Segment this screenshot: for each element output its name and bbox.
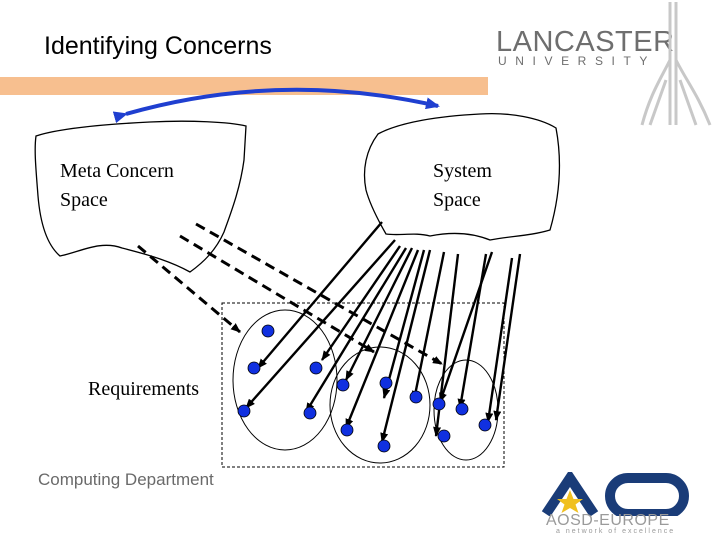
solid-arrow bbox=[438, 251, 494, 403]
system-space-label: System Space bbox=[433, 160, 492, 211]
requirement-dot bbox=[409, 390, 423, 404]
aosd-logo-mark-icon bbox=[541, 472, 689, 516]
requirement-dot bbox=[455, 402, 469, 416]
requirement-dot bbox=[237, 404, 251, 418]
aosd-wordmark: AOSD-EUROPE bbox=[546, 512, 670, 529]
footer-department: Computing Department bbox=[38, 470, 214, 489]
solid-arrow bbox=[493, 253, 522, 421]
requirements-label: Requirements bbox=[88, 378, 200, 400]
requirement-dot bbox=[247, 361, 261, 375]
solid-arrow bbox=[344, 249, 420, 429]
requirement-dot bbox=[336, 378, 350, 392]
title-accent-bar bbox=[0, 77, 488, 95]
solid-arrow bbox=[380, 249, 432, 443]
requirement-dot bbox=[261, 324, 275, 338]
slide-title: Identifying Concerns bbox=[44, 32, 272, 60]
solid-arrow bbox=[485, 257, 514, 423]
lancaster-emblem-icon bbox=[640, 2, 712, 126]
requirement-dot bbox=[478, 418, 492, 432]
requirement-group-ellipse bbox=[232, 309, 338, 451]
requirement-dot bbox=[432, 397, 446, 411]
aosd-tagline: a network of excellence bbox=[556, 528, 676, 535]
solid-arrow bbox=[321, 245, 401, 361]
dashed-arrow bbox=[137, 244, 241, 334]
meta-concern-cloud bbox=[34, 120, 247, 273]
solid-arrow bbox=[257, 221, 383, 369]
requirement-dot bbox=[303, 406, 317, 420]
requirement-dot bbox=[309, 361, 323, 375]
solid-arrow bbox=[382, 249, 426, 399]
meta-concern-label: Meta Concern Space bbox=[60, 160, 174, 211]
dashed-arrow bbox=[179, 234, 375, 354]
requirement-dot bbox=[379, 376, 393, 390]
bidirectional-arrow bbox=[112, 87, 440, 124]
lancaster-subtitle: UNIVERSITY bbox=[498, 54, 657, 68]
requirement-dot bbox=[340, 423, 354, 437]
lancaster-wordmark: LANCASTER bbox=[496, 26, 675, 58]
dashed-arrow bbox=[195, 222, 443, 366]
system-space-cloud bbox=[363, 112, 561, 241]
requirement-dot bbox=[437, 429, 451, 443]
solid-arrow bbox=[245, 239, 396, 409]
requirements-selection-box bbox=[221, 302, 505, 468]
solid-arrow bbox=[411, 251, 446, 401]
solid-arrow bbox=[304, 247, 408, 413]
solid-arrow bbox=[344, 247, 414, 381]
requirement-dot bbox=[377, 439, 391, 453]
